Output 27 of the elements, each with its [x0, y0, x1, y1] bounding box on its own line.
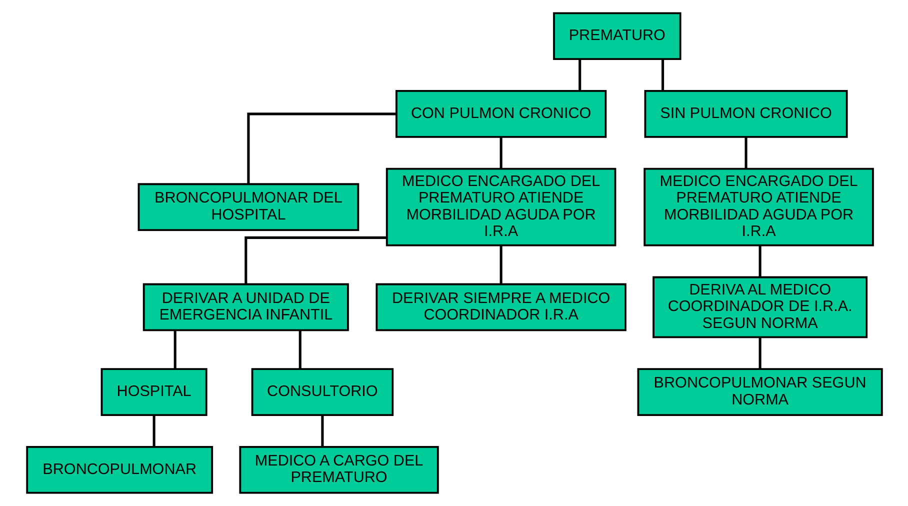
connector	[152, 415, 155, 447]
node-box: MEDICO ENCARGADO DEL PREMATURO ATIENDE MORBILIDAD AGUDA POR I.R.A	[643, 168, 874, 246]
connector	[744, 136, 747, 169]
node-box: CONSULTORIO	[250, 368, 394, 416]
node-box: SIN PULMON CRONICO	[644, 90, 848, 138]
connector	[173, 330, 176, 369]
connector	[578, 59, 581, 91]
connector	[661, 59, 664, 91]
connector	[244, 236, 386, 284]
connector	[758, 246, 761, 277]
node-box: MEDICO ENCARGADO DEL PREMATURO ATIENDE MORBILIDAD AGUDA POR I.R.A	[385, 168, 616, 246]
node-box: HOSPITAL	[100, 368, 207, 416]
connector	[298, 330, 301, 369]
node-box: DERIVAR A UNIDAD DE EMERGENCIA INFANTIL	[142, 283, 348, 332]
node-box: DERIVAR SIEMPRE A MEDICO COORDINADOR I.R.A	[375, 283, 626, 332]
node-box: DERIVA AL MEDICO COORDINADOR DE I.R.A. SEGUN NORMA	[652, 276, 868, 338]
node-box: BRONCOPULMONAR DEL HOSPITAL	[137, 183, 359, 231]
node-box: PREMATURO	[552, 12, 681, 60]
connector	[320, 415, 324, 447]
connector	[499, 246, 502, 284]
node-box: CON PULMON CRONICO	[395, 90, 606, 138]
connector	[246, 112, 396, 184]
node-box: MEDICO A CARGO DEL PREMATURO	[238, 446, 438, 494]
node-box: BRONCOPULMONAR	[26, 446, 213, 494]
connector	[758, 337, 761, 369]
connector	[499, 136, 502, 169]
node-box: BRONCOPULMONAR SEGUN NORMA	[636, 368, 882, 416]
